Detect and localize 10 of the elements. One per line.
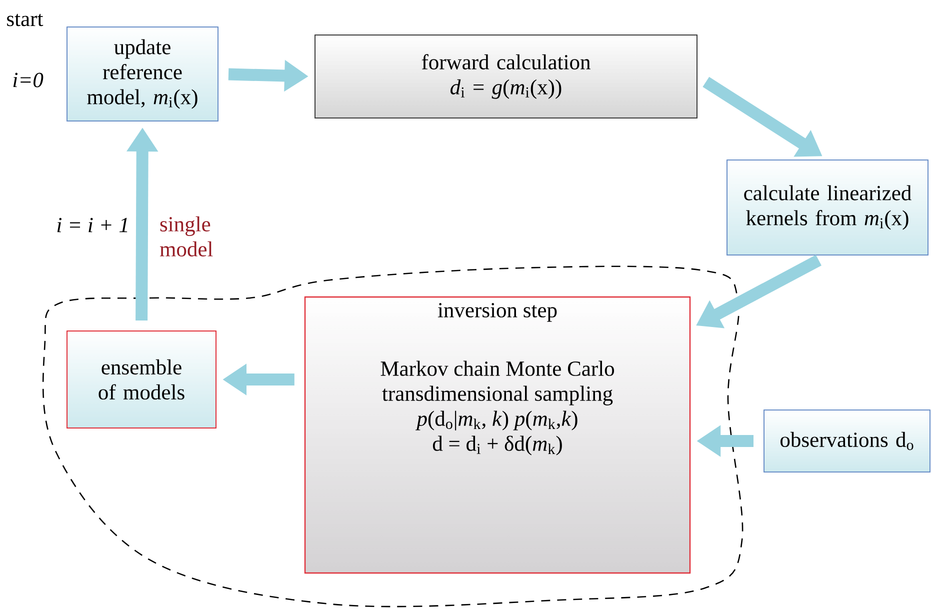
annotation-text: start xyxy=(7,14,44,26)
process-box: calculate linearized kernels from m$_{i}$(x) xyxy=(726,160,928,256)
process-box: update reference model, m$_{i}$(x) xyxy=(66,26,218,122)
annotation-text: i = i + 1 xyxy=(57,218,128,232)
edge-label: single model xyxy=(160,216,213,256)
process-box: forward calculation d$_{i}$ = g(m$_{i}$(x)) xyxy=(314,34,698,118)
annotation-text: i=0 xyxy=(13,72,44,88)
process-box: observations d$_{o}$ xyxy=(764,410,930,472)
process-box: inversion step Markov chain Monte Carlo transdimensional sampling p(d$_{o}$|m$_{k}$, k) p(m$_{k}$,k) d = d$_{i}$ + δd(m$_{k}$) xyxy=(304,296,691,574)
process-box: ensemble of models xyxy=(66,330,216,428)
